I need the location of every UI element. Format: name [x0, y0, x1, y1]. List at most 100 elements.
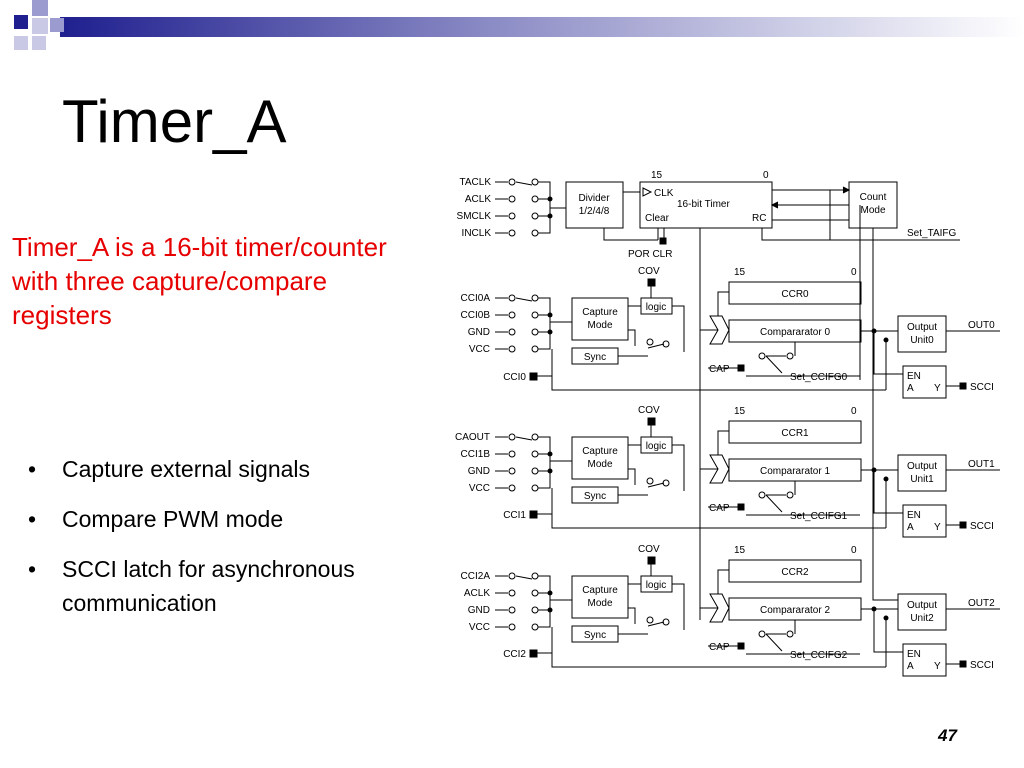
svg-text:Set_TAIFG: Set_TAIFG: [907, 228, 956, 239]
input-label: CCI2A: [461, 571, 491, 582]
capture-mode-block: [571, 575, 629, 619]
svg-text:0: 0: [851, 545, 857, 556]
svg-text:Unit2: Unit2: [910, 613, 934, 624]
svg-text:CLK: CLK: [654, 188, 674, 199]
svg-text:RC: RC: [752, 213, 766, 224]
input-label: GND: [468, 466, 490, 477]
header-decoration: [14, 0, 1024, 50]
ccr-register: [728, 420, 862, 444]
svg-text:0: 0: [763, 170, 769, 181]
intro-text: Timer_A is a 16-bit timer/counter with t…: [12, 232, 387, 330]
output-unit: [897, 454, 947, 492]
svg-text:EN: EN: [907, 371, 921, 382]
svg-text:Output: Output: [907, 322, 937, 333]
divider-block: [565, 181, 624, 229]
input-label: VCC: [469, 344, 490, 355]
svg-text:Count: Count: [860, 192, 887, 203]
svg-text:EN: EN: [907, 649, 921, 660]
svg-text:Y: Y: [934, 522, 941, 533]
page-number: 47: [938, 726, 957, 745]
svg-text:A: A: [907, 661, 914, 672]
svg-text:logic: logic: [646, 580, 667, 591]
svg-text:Y: Y: [934, 661, 941, 672]
cci-label: CCI2: [503, 649, 526, 660]
input-label: CCI0B: [461, 310, 491, 321]
timer-clock-section: TACLK ACLK SMCLK INCLK Divider 1/2/4/8 C…: [457, 170, 960, 620]
cci-label: CCI0: [503, 372, 526, 383]
out-label: OUT0: [968, 320, 995, 331]
svg-text:Set_CCIFG1: Set_CCIFG1: [790, 511, 848, 522]
svg-text:16-bit Timer: 16-bit Timer: [677, 199, 730, 210]
svg-text:Capture: Capture: [582, 585, 618, 596]
svg-text:Sync: Sync: [584, 630, 606, 641]
svg-text:CAP: CAP: [709, 364, 730, 375]
svg-text:CCR2: CCR2: [781, 567, 809, 578]
bullet-item: •Compare PWM mode: [28, 502, 408, 536]
svg-text:EN: EN: [907, 510, 921, 521]
bullet-list: •Capture external signals •Compare PWM m…: [28, 452, 408, 636]
out-label: OUT2: [968, 598, 995, 609]
svg-text:CCR0: CCR0: [781, 289, 809, 300]
bullet-marker: •: [28, 456, 37, 482]
cci-label: CCI1: [503, 510, 526, 521]
svg-text:CAP: CAP: [709, 503, 730, 514]
capture-compare-channel-2: CCI2A ACLK GND VCC Capture Mode Sync COV…: [461, 544, 1000, 677]
svg-text:COV: COV: [638, 544, 660, 555]
scci-label: SCCI: [970, 660, 994, 671]
bullet-marker: •: [28, 556, 37, 582]
svg-text:Divider: Divider: [578, 193, 610, 204]
svg-text:Set_CCIFG0: Set_CCIFG0: [790, 372, 848, 383]
svg-text:Sync: Sync: [584, 352, 606, 363]
capture-compare-channel-1: CAOUT CCI1B GND VCC Capture Mode Sync CO…: [455, 405, 1000, 538]
input-label: INCLK: [462, 228, 492, 239]
input-label: SMCLK: [457, 211, 492, 222]
capture-mode-block: [571, 436, 629, 480]
svg-text:15: 15: [734, 406, 746, 417]
ccr-register: [728, 559, 862, 583]
svg-text:Unit0: Unit0: [910, 335, 934, 346]
input-label: TACLK: [460, 177, 492, 188]
svg-text:Unit1: Unit1: [910, 474, 934, 485]
bullet-item: •Capture external signals: [28, 452, 408, 486]
svg-text:COV: COV: [638, 405, 660, 416]
capture-mode-block: [571, 297, 629, 341]
svg-text:15: 15: [651, 170, 663, 181]
timer-a-block-diagram: TACLK ACLK SMCLK INCLK Divider 1/2/4/8 C…: [455, 170, 1000, 677]
scci-latch: [902, 365, 947, 399]
svg-text:COV: COV: [638, 266, 660, 277]
svg-text:Sync: Sync: [584, 491, 606, 502]
scci-label: SCCI: [970, 382, 994, 393]
svg-text:0: 0: [851, 406, 857, 417]
input-label: CAOUT: [455, 432, 490, 443]
svg-text:POR CLR: POR CLR: [628, 249, 672, 260]
svg-text:Compararator 1: Compararator 1: [760, 466, 830, 477]
svg-text:Set_CCIFG2: Set_CCIFG2: [790, 650, 848, 661]
svg-text:Mode: Mode: [587, 598, 612, 609]
svg-text:logic: logic: [646, 302, 667, 313]
input-label: ACLK: [465, 194, 491, 205]
svg-text:A: A: [907, 522, 914, 533]
svg-text:Mode: Mode: [587, 459, 612, 470]
svg-text:Capture: Capture: [582, 446, 618, 457]
svg-text:logic: logic: [646, 441, 667, 452]
bullet-item: •SCCI latch for asynchronous communicati…: [28, 552, 408, 620]
input-label: GND: [468, 327, 490, 338]
bullet-marker: •: [28, 506, 37, 532]
svg-text:CCR1: CCR1: [781, 428, 809, 439]
scci-latch: [902, 504, 947, 538]
ccr-register: [728, 281, 862, 305]
out-label: OUT1: [968, 459, 995, 470]
svg-text:0: 0: [851, 267, 857, 278]
svg-text:Compararator 0: Compararator 0: [760, 327, 830, 338]
input-label: CCI1B: [461, 449, 491, 460]
input-label: VCC: [469, 483, 490, 494]
clock-select-mux: [495, 178, 566, 237]
svg-text:Mode: Mode: [587, 320, 612, 331]
svg-text:A: A: [907, 383, 914, 394]
svg-text:Y: Y: [934, 383, 941, 394]
input-label: CCI0A: [461, 293, 491, 304]
input-label: VCC: [469, 622, 490, 633]
svg-text:Compararator 2: Compararator 2: [760, 605, 830, 616]
svg-text:Mode: Mode: [860, 205, 885, 216]
input-label: GND: [468, 605, 490, 616]
